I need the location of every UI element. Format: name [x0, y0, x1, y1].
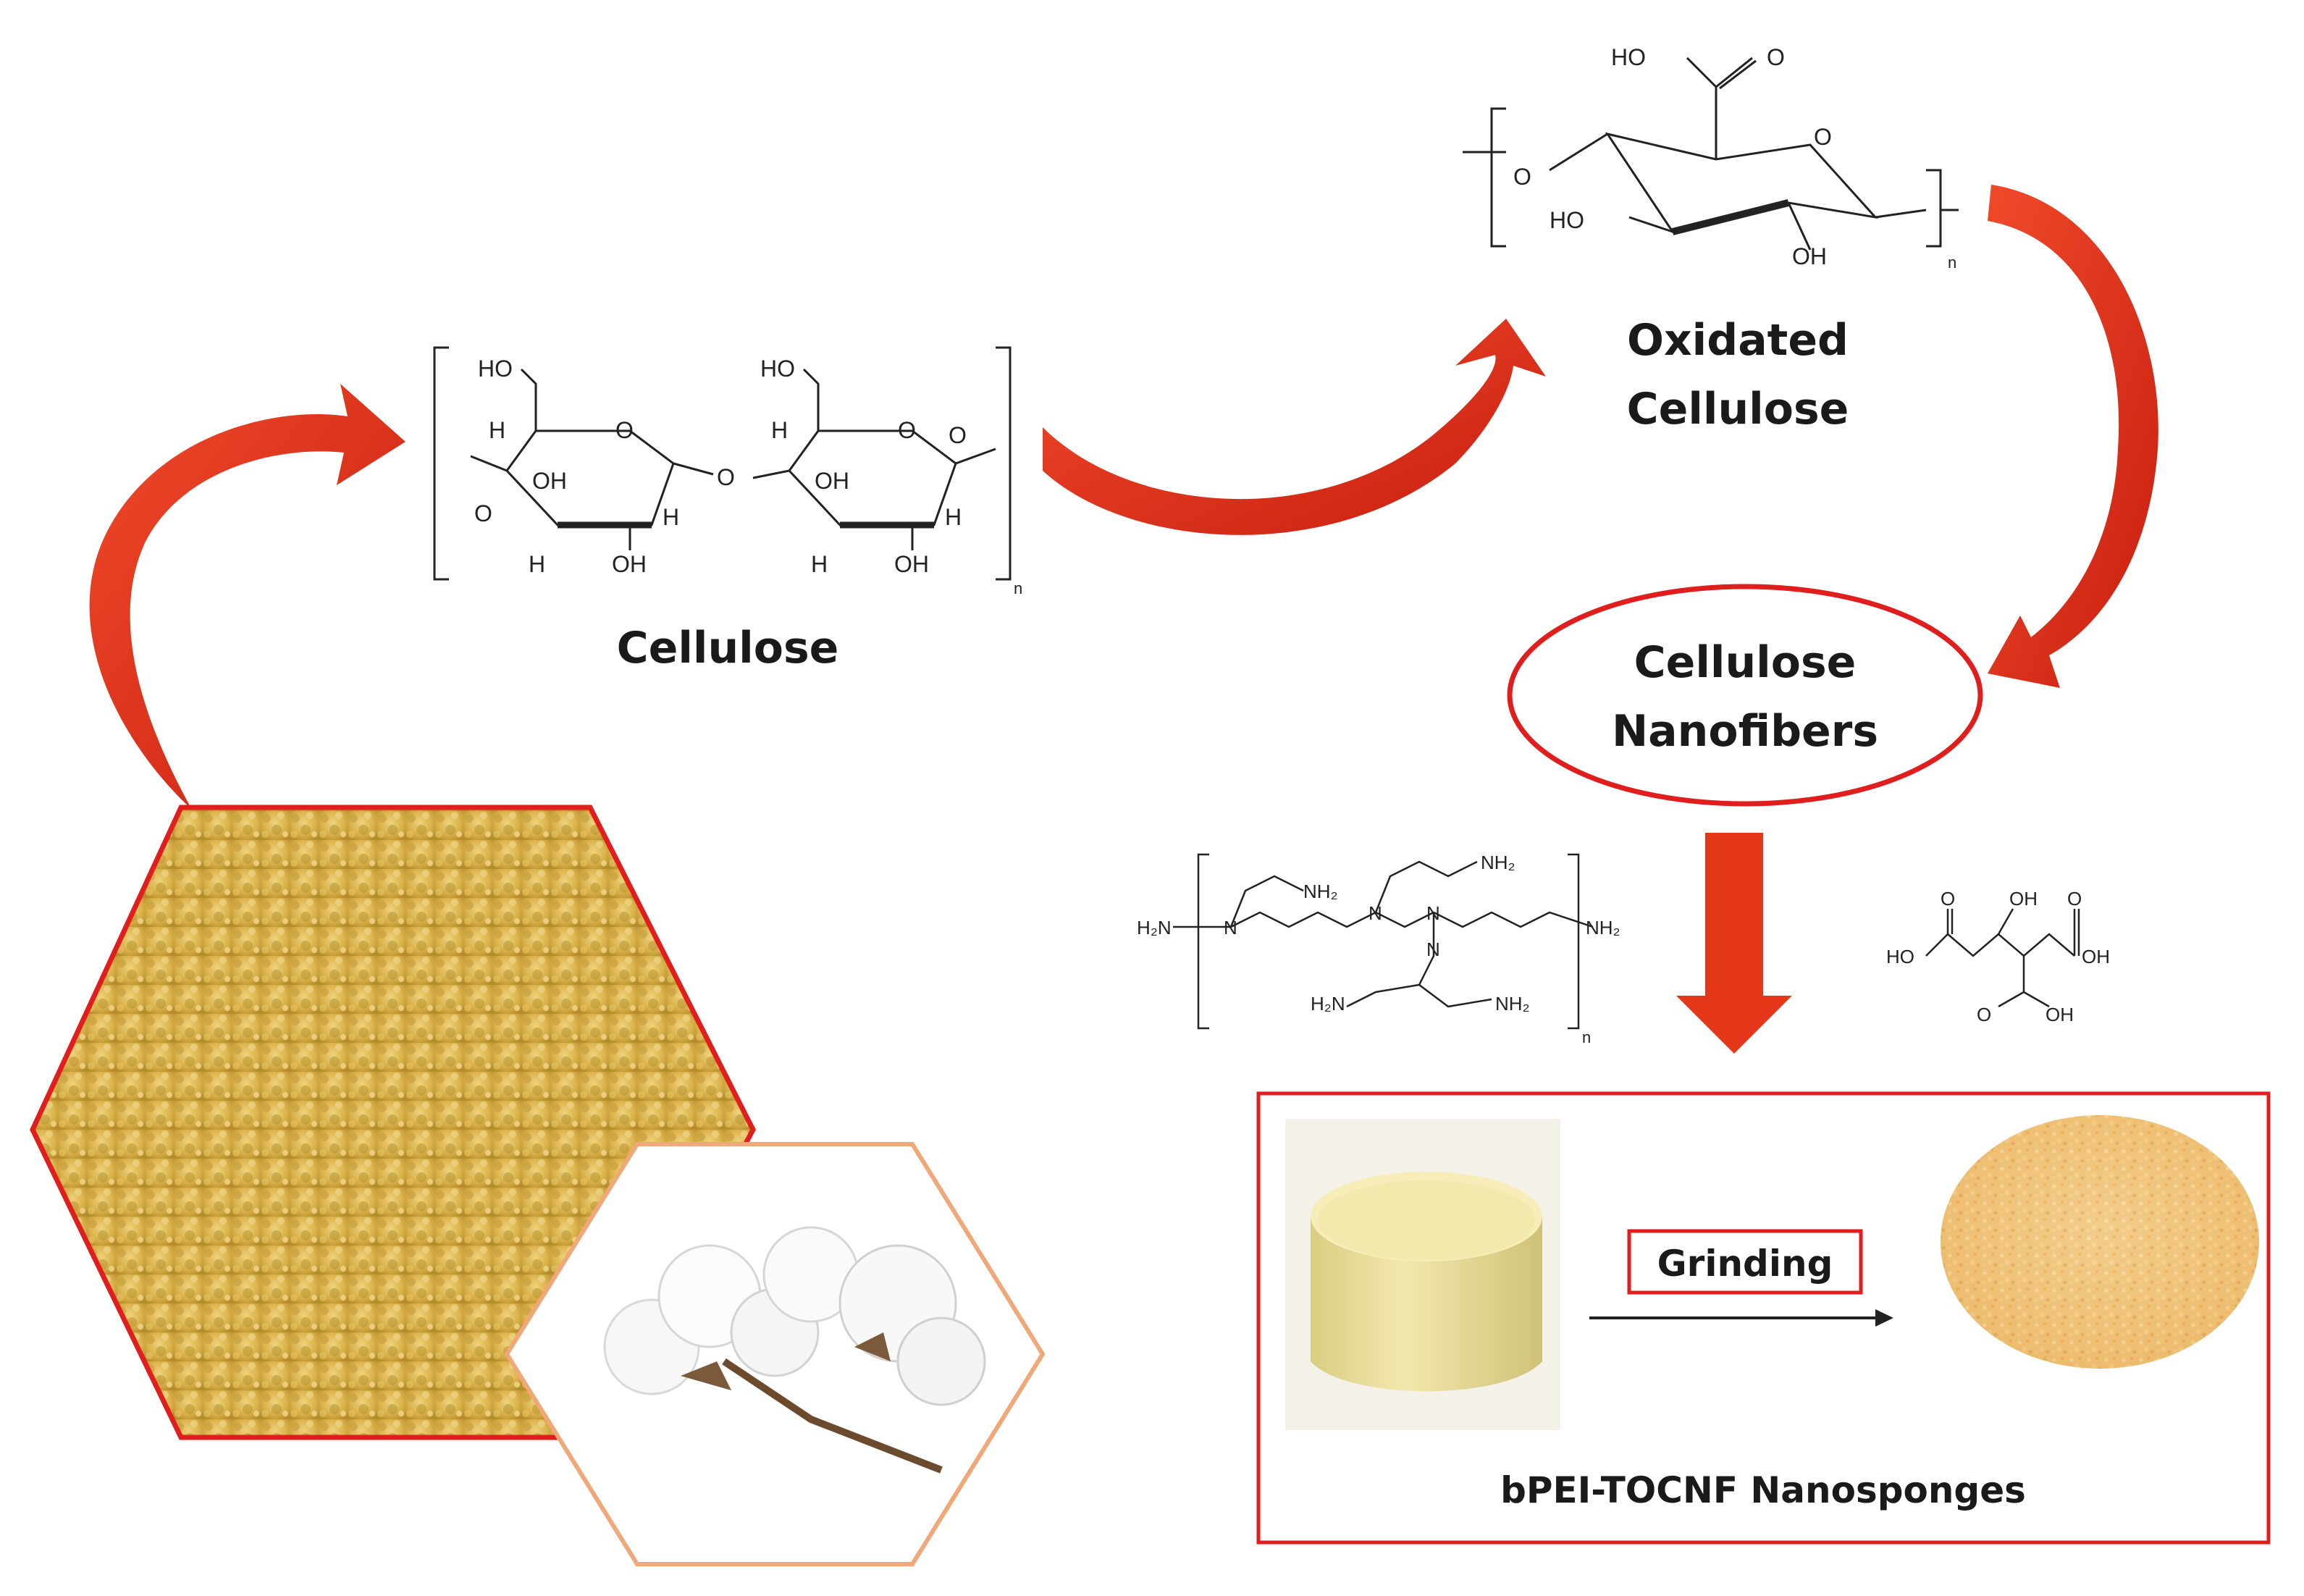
bpei-nh2-bottom: NH₂: [1495, 993, 1530, 1015]
grinding-box: [1627, 1229, 1863, 1295]
bpei-nh2-right: NH₂: [1586, 917, 1620, 938]
citric-o-bottom: O: [1977, 1004, 1991, 1025]
oxidated-oh-bottom: OH: [1792, 243, 1827, 269]
cellulose-h-4: H: [811, 551, 828, 577]
cellulose-structure: [433, 346, 1012, 581]
bpei-h2n-left: H₂N: [1137, 917, 1172, 938]
cellulose-label: Cellulose: [617, 623, 839, 673]
cellulose-h-1: H: [489, 417, 505, 443]
cellulose-h-2: H: [771, 417, 788, 443]
cellulose-o-start: O: [474, 500, 492, 526]
cellulose-o-ring-1: O: [615, 417, 634, 443]
cellulose-o-link: O: [717, 464, 735, 490]
cellulose-oh-2: OH: [815, 468, 849, 494]
oxidated-atom-labels: HO O O O HO OH n: [1513, 44, 1956, 272]
citric-oh-right: OH: [2082, 946, 2110, 967]
cellulose-oh-1: OH: [532, 468, 567, 494]
cellulose-ho-1: HO: [478, 356, 513, 382]
citric-oh-top: OH: [2009, 888, 2038, 910]
bpei-n-subscript: n: [1582, 1028, 1591, 1046]
cellulose-atom-labels: HO HO O O O O O OH OH OH OH H H H H H H …: [474, 356, 1022, 597]
curved-arrow-middle: [1043, 319, 1546, 535]
oxidated-o-ring: O: [1814, 124, 1832, 150]
grinding-label: Grinding: [1657, 1243, 1833, 1285]
product-label: bPEI-TOCNF Nanosponges: [1500, 1469, 2026, 1511]
bpei-nh2-top-1: NH₂: [1303, 881, 1338, 902]
cellulose-h-5: H: [663, 504, 679, 530]
bpei-n-3: N: [1426, 902, 1440, 924]
nanofibers-ellipse: [1507, 584, 1983, 807]
oxidated-label-line2: Cellulose: [1627, 384, 1849, 434]
oxidated-o-top: O: [1767, 44, 1785, 70]
nanofibers-label-line1: Cellulose: [1634, 637, 1857, 688]
cotton-hexagon: [504, 1142, 1046, 1566]
oxidated-n: n: [1948, 253, 1956, 272]
bpei-n-1: N: [1224, 917, 1237, 938]
cellulose-oh-3: OH: [612, 551, 647, 577]
cellulose-oh-4: OH: [894, 551, 929, 577]
cellulose-h-6: H: [945, 504, 962, 530]
sponge-photo: [1285, 1119, 1560, 1430]
bpei-structure: [1173, 853, 1594, 1030]
oxidated-o-left: O: [1513, 164, 1531, 190]
bpei-nh2-top-2: NH₂: [1481, 852, 1515, 873]
curved-arrow-left: [89, 384, 405, 810]
citric-oh-bottom: OH: [2046, 1004, 2074, 1025]
bpei-h2n-bottom: H₂N: [1311, 993, 1345, 1015]
cellulose-n: n: [1014, 579, 1022, 597]
bpei-n-2: N: [1368, 902, 1382, 924]
cellulose-o-end: O: [949, 422, 967, 448]
citric-acid-atom-labels: O O OH HO OH O OH: [1886, 888, 2110, 1025]
grains-photo: [1941, 1115, 2259, 1369]
cellulose-h-3: H: [529, 551, 545, 577]
cellulose-o-ring-2: O: [898, 417, 916, 443]
citric-o-2: O: [2067, 888, 2082, 910]
cotton-plant-icon: [603, 1226, 986, 1474]
citric-acid-structure: [1925, 908, 2080, 1008]
nanofibers-label-line2: Nanofibers: [1612, 706, 1878, 757]
oxidated-label-line1: Oxidated: [1627, 315, 1849, 366]
oxidated-ho-top: HO: [1611, 44, 1646, 70]
down-arrow: [1676, 833, 1792, 1054]
oxidated-ho-left: HO: [1550, 207, 1584, 233]
citric-o-1: O: [1941, 888, 1955, 910]
oxidated-cellulose-structure: [1463, 56, 1959, 251]
citric-ho-left: HO: [1886, 946, 1914, 967]
grinding-arrow-head: [1875, 1309, 1893, 1327]
cellulose-ho-2: HO: [760, 356, 795, 382]
bpei-atom-labels: H₂N NH₂ NH₂ NH₂ H₂N NH₂ N N N N n: [1137, 852, 1620, 1046]
curved-arrow-right: [1988, 185, 2158, 688]
bpei-n-4: N: [1426, 938, 1440, 960]
